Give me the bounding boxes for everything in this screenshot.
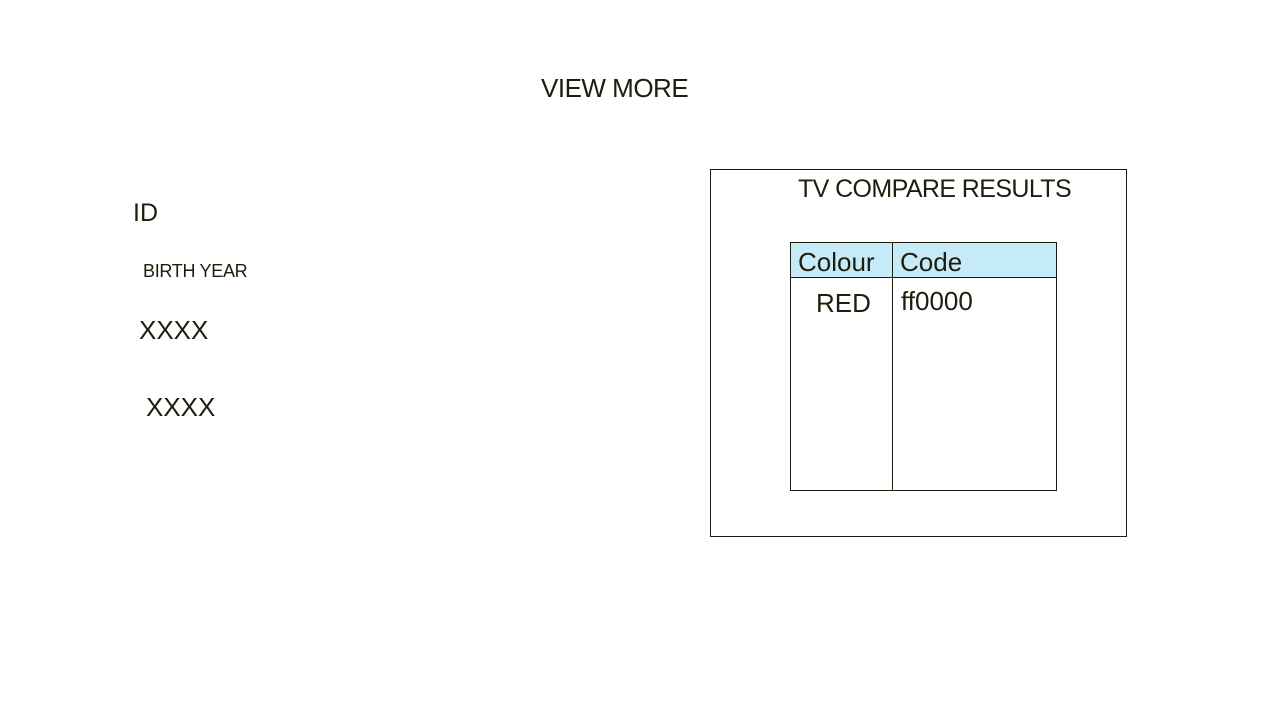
table-header-row bbox=[791, 243, 1056, 278]
id-value: XXXX bbox=[139, 315, 209, 345]
colour-code-table: Colour Code RED ff0000 bbox=[790, 242, 1057, 491]
table-cell-code: ff0000 bbox=[901, 286, 973, 316]
birth-year-value: XXXX bbox=[146, 392, 216, 422]
tv-compare-results-panel: TV COMPARE RESULTS Colour Code RED ff000… bbox=[710, 169, 1127, 537]
column-header-code: Code bbox=[900, 247, 963, 277]
column-divider bbox=[892, 243, 893, 490]
view-more-link[interactable]: VIEW MORE bbox=[541, 73, 689, 103]
id-label: ID bbox=[133, 199, 158, 227]
column-header-colour: Colour bbox=[798, 247, 875, 277]
table-cell-colour: RED bbox=[816, 288, 871, 318]
birth-year-label: BIRTH YEAR bbox=[143, 261, 248, 281]
results-title: TV COMPARE RESULTS bbox=[798, 175, 1072, 203]
